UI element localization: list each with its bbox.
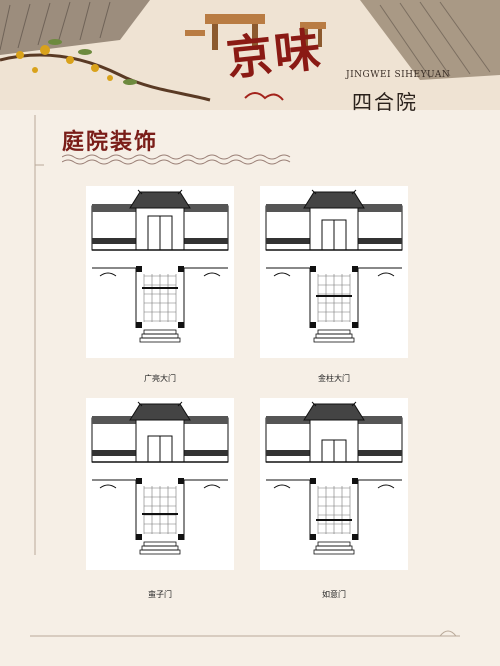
roof-ridge (311, 401, 357, 407)
roof-ridge (137, 401, 183, 407)
plan-ornament (273, 484, 395, 489)
gate-caption: 金柱大门 (318, 374, 350, 383)
step (139, 549, 181, 555)
pillar (178, 534, 184, 540)
right-wall-tiles (184, 416, 228, 424)
step (143, 541, 177, 547)
pillar (178, 266, 184, 272)
gate-panel-manzi (86, 398, 234, 570)
step (139, 337, 181, 343)
right-wall-base (358, 238, 402, 244)
pillar (310, 534, 316, 540)
plan-ornament (99, 484, 221, 489)
pillar (352, 534, 358, 540)
section-title: 庭院装饰 (62, 129, 159, 155)
gate-caption: 如意门 (322, 590, 346, 599)
gate-drawing (265, 189, 403, 343)
pillar (178, 478, 184, 484)
gate-caption: 蛮子门 (148, 590, 172, 599)
step (141, 545, 179, 551)
gate-panel-guangliang (86, 186, 234, 358)
pillar (136, 478, 142, 484)
pillar (352, 478, 358, 484)
right-wall-tiles (358, 416, 402, 424)
step (143, 329, 177, 335)
pillar (310, 322, 316, 328)
brand-title: 京味 (223, 22, 325, 86)
pillar (136, 266, 142, 272)
pillar (136, 534, 142, 540)
bottom-decorative-line (30, 630, 460, 637)
left-wall-base (92, 450, 136, 456)
left-wall-tiles (92, 204, 136, 212)
plan-ornament (99, 272, 221, 277)
right-wall-tiles (184, 204, 228, 212)
gate-drawing (91, 401, 229, 555)
right-wall-tiles (358, 204, 402, 212)
gate-caption: 广亮大门 (144, 374, 176, 383)
gate-panel-ruyi (260, 398, 408, 570)
pillar (310, 266, 316, 272)
left-wall-base (92, 238, 136, 244)
gate-drawing (91, 189, 229, 343)
step (315, 333, 353, 339)
roof-ridge (137, 189, 183, 195)
plan-ornament (273, 272, 395, 277)
step (141, 333, 179, 339)
title-wave-underline (62, 154, 291, 165)
brand-subtitle: 四合院 (352, 90, 418, 114)
gate-roof (129, 403, 191, 421)
gate-panel-jinzhu (260, 186, 408, 358)
roof-ridge (311, 189, 357, 195)
step (317, 541, 351, 547)
header-illustration (0, 0, 500, 110)
brand-pinyin: JINGWEI SIHEYUAN (346, 70, 451, 80)
pillar (352, 266, 358, 272)
gate-roof (129, 191, 191, 209)
pillar (178, 322, 184, 328)
left-wall-tiles (266, 416, 310, 424)
gate-drawing (265, 401, 403, 555)
right-wall-base (358, 450, 402, 456)
left-wall-base (266, 450, 310, 456)
step (313, 337, 355, 343)
gate-roof (303, 191, 365, 209)
step (315, 545, 353, 551)
left-wall-tiles (92, 416, 136, 424)
pillar (310, 478, 316, 484)
step (317, 329, 351, 335)
right-wall-base (184, 450, 228, 456)
left-decorative-line (34, 115, 44, 555)
pillar (352, 322, 358, 328)
pillar (136, 322, 142, 328)
step (313, 549, 355, 555)
gate-roof (303, 403, 365, 421)
left-wall-tiles (266, 204, 310, 212)
right-wall-base (184, 238, 228, 244)
left-wall-base (266, 238, 310, 244)
